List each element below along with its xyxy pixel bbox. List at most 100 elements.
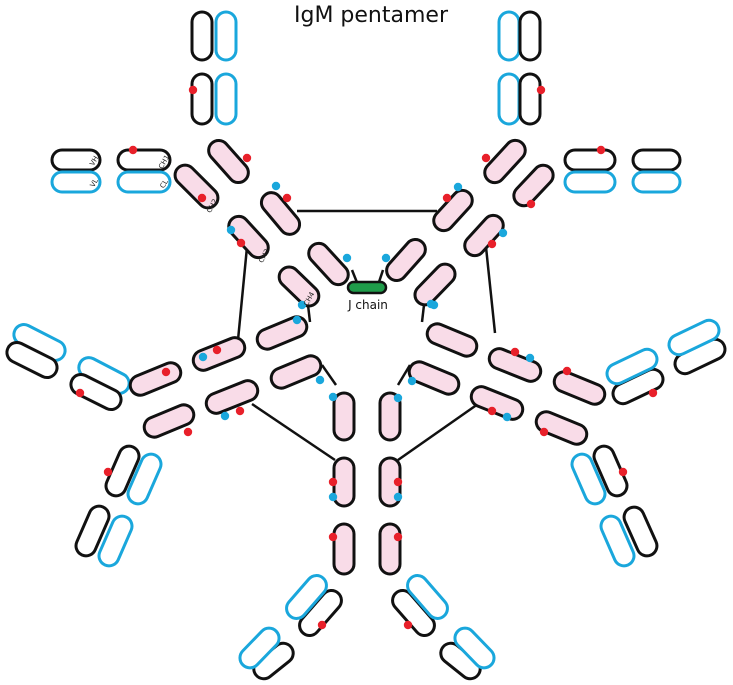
antibody-domains [5,10,727,681]
vh-label: VH [88,155,100,168]
site-markers [75,85,658,630]
heavy-cmu4-domain [413,262,457,307]
light-constant-domain [563,170,617,194]
heavy-cmu3-domain [432,188,474,233]
cl-label: CL [159,178,170,190]
light-variable-domain [631,170,682,194]
heavy-cmu4-domain [255,315,309,351]
cysteine-site [453,182,463,192]
cysteine-site [407,376,417,386]
heavy-cmu3-domain [204,379,260,415]
heavy-cmu4-domain [385,237,427,283]
glycosylation-site [487,239,497,249]
cysteine-site [342,253,352,263]
heavy-cmu2-domain [142,403,196,439]
tail-link [396,364,412,386]
glycosylation-site [317,620,327,630]
glycosylation-site [282,193,292,203]
heavy-cmu2-domain [512,163,555,208]
heavy-variable-domain [50,148,102,172]
light-constant-domain [285,574,328,620]
cysteine-site [220,411,230,421]
cysteine-site [393,492,403,502]
glycosylation-site [75,388,85,398]
glycosylation-site [487,406,497,416]
glycosylation-site [648,388,658,398]
glycosylation-site [539,427,549,437]
light-variable-domain [497,10,521,62]
heavy-variable-domain [622,505,659,558]
glycosylation-site [510,347,520,357]
light-constant-domain [214,72,238,126]
glycosylation-site [188,85,198,95]
tail-link [306,304,312,323]
disulfide-link [397,402,479,462]
cysteine-site [502,412,512,422]
glycosylation-site [128,145,138,155]
vl-label: VL [89,177,100,189]
glycosylation-site [212,345,222,355]
heavy-variable-domain [631,148,682,172]
light-variable-domain [214,10,238,62]
glycosylation-site [197,193,207,203]
light-variable-domain [667,318,721,357]
j-chain [346,280,388,295]
light-variable-domain [599,514,636,568]
glycosylation-site [236,238,246,248]
glycosylation-site [526,199,536,209]
glycosylation-site [328,477,338,487]
heavy-cmu2-domain [332,391,356,442]
heavy-cmu3-domain [191,336,247,372]
glycosylation-site [536,85,546,95]
cysteine-site [381,253,391,263]
light-constant-domain [116,170,172,194]
glycosylation-site [393,477,403,487]
glycosylation-site [481,153,491,163]
light-variable-domain [238,626,281,670]
heavy-cmu3-domain [469,385,525,421]
tail-link [320,364,338,386]
heavy-cmu3-domain [487,347,543,383]
glycosylation-site [562,366,572,376]
glycosylation-site [103,467,113,477]
heavy-cmu3-domain [259,191,302,236]
light-constant-domain [406,574,449,620]
heavy-ch1-domain [518,72,542,126]
glycosylation-site [242,153,252,163]
heavy-cmu4-domain [332,522,356,576]
diagram-title: IgM pentamer [294,3,449,28]
heavy-cmu2-domain [534,410,589,446]
inter-monomer-disulfide-links [236,209,497,462]
cysteine-site [429,300,439,310]
cysteine-site [297,300,307,310]
heavy-cmu4-domain [269,354,323,390]
heavy-variable-domain [190,10,214,62]
heavy-cmu2-domain [552,370,607,406]
cysteine-site [198,352,208,362]
heavy-cmu4-domain [378,522,402,576]
light-constant-domain [605,347,659,386]
light-variable-domain [50,170,102,194]
glycosylation-site [618,467,628,477]
heavy-ch1-domain [592,444,629,498]
light-variable-domain [97,514,134,568]
cysteine-site [315,375,325,385]
glycosylation-site [403,620,413,630]
heavy-variable-domain [74,504,111,558]
light-variable-domain [453,626,496,670]
glycosylation-site [442,193,452,203]
glycosylation-site [183,427,193,437]
glycosylation-site [596,145,606,155]
heavy-ch1-domain [563,148,617,172]
light-constant-domain [497,72,521,126]
cysteine-site [271,181,281,191]
tail-link [420,304,426,323]
light-constant-domain [126,452,163,506]
heavy-cmu4-domain [277,265,321,308]
disulfide-link [236,246,249,341]
cysteine-site [498,228,508,238]
disulfide-link [484,246,497,334]
cysteine-site [226,225,236,235]
heavy-cmu2-domain [128,361,183,397]
